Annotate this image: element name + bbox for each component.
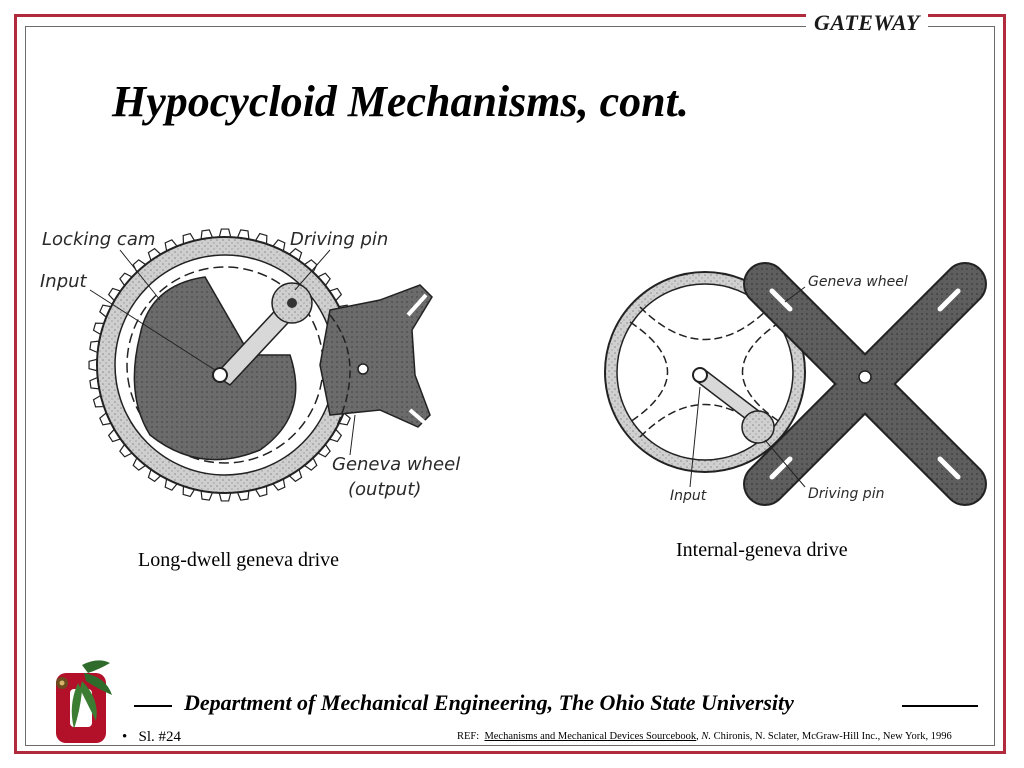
label-driving-pin-right: Driving pin — [808, 486, 884, 502]
footer-rule-right — [902, 705, 978, 707]
caption-internal-geneva: Internal-geneva drive — [676, 539, 848, 561]
ohio-state-logo — [56, 660, 112, 743]
slide-frame-inner — [25, 26, 995, 746]
ref-rest: Chironis, N. Sclater, McGraw-Hill Inc., … — [713, 731, 952, 742]
gear-tooth — [218, 228, 232, 238]
label-geneva-wheel: Geneva wheel — [332, 454, 460, 475]
label-locking-cam: Locking cam — [42, 229, 155, 250]
department-name: Department of Mechanical Engineering, Th… — [184, 690, 794, 715]
footer-rule-left — [134, 705, 172, 707]
gateway-brand: GATEWAY — [806, 10, 928, 36]
caption-long-dwell: Long-dwell geneva drive — [138, 549, 340, 571]
geneva-wheel-cross — [743, 262, 987, 506]
ref-prefix: REF: — [457, 731, 480, 742]
ref-book-title: Mechanisms and Mechanical Devices Source… — [484, 731, 697, 742]
slide-frame-outer — [14, 14, 1006, 754]
ref-author-initial: N. — [701, 731, 712, 742]
internal-geneva-diagram: Geneva wheel Input Driving pin — [604, 262, 987, 506]
label-input-right: Input — [670, 488, 707, 504]
buckeye-leaf-icon — [56, 660, 112, 729]
gear-tooth — [218, 492, 232, 502]
geneva-wheel-output — [319, 284, 433, 428]
gear-tooth — [88, 358, 98, 372]
label-output: (output) — [348, 479, 421, 500]
locking-cam — [133, 276, 297, 461]
slide-title: Hypocycloid Mechanisms, cont. — [112, 77, 689, 126]
label-geneva-wheel-right: Geneva wheel — [808, 274, 908, 290]
bullet: • — [122, 729, 128, 745]
slide-number: • Sl. #24 — [122, 729, 181, 746]
long-dwell-geneva-diagram: Locking cam Driving pin Input Geneva whe… — [40, 228, 460, 502]
label-input: Input — [40, 271, 88, 292]
reference: REF: Mechanisms and Mechanical Devices S… — [457, 731, 952, 742]
slide-number-text: Sl. #24 — [138, 729, 182, 745]
label-driving-pin: Driving pin — [290, 229, 388, 250]
